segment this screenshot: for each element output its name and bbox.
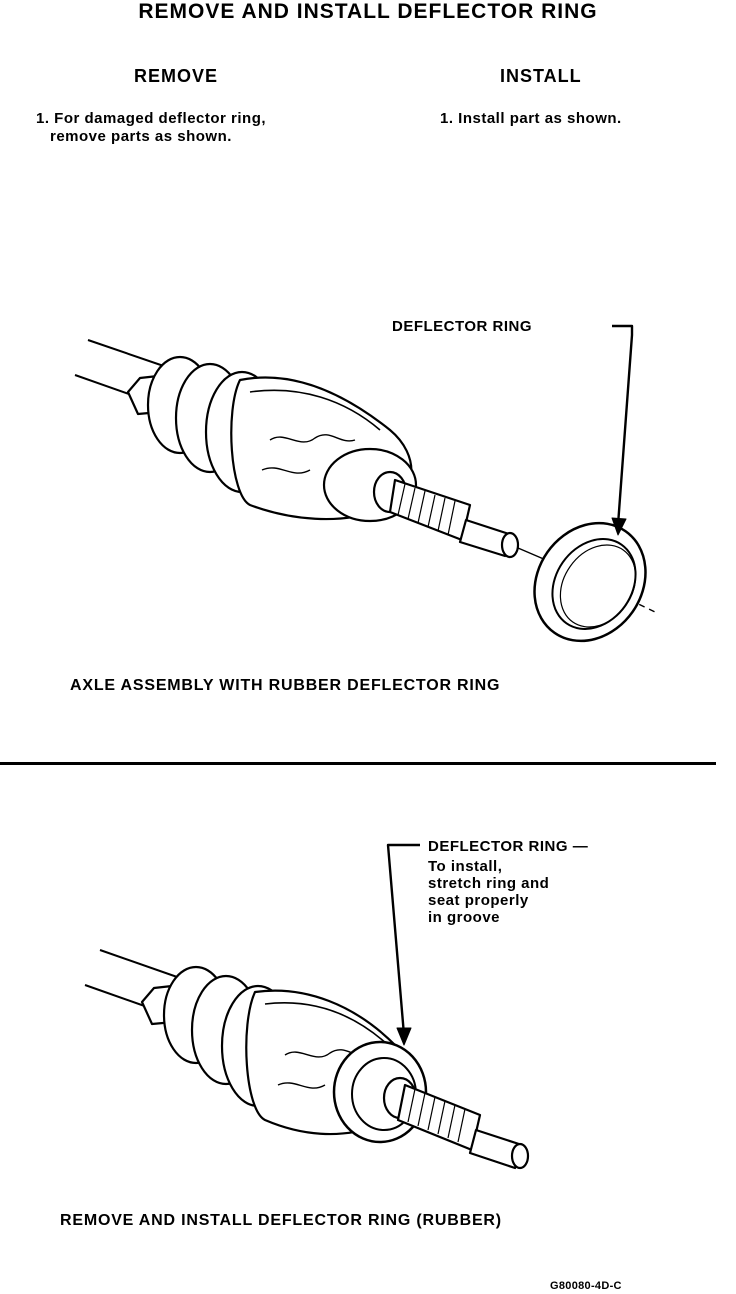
install-heading: INSTALL	[500, 66, 582, 86]
figure2-caption: REMOVE AND INSTALL DEFLECTOR RING (RUBBE…	[60, 1212, 502, 1229]
page-title: REMOVE AND INSTALL DEFLECTOR RING	[138, 0, 598, 23]
figure-code: G80080-4D-C	[550, 1280, 622, 1292]
axle-assembly-figure-1	[74, 324, 656, 643]
axle-assembly-figure-2	[84, 843, 530, 1170]
install-step: 1. Install part as shown.	[440, 110, 622, 127]
figure1-caption: AXLE ASSEMBLY WITH RUBBER DEFLECTOR RING	[70, 677, 501, 694]
remove-heading: REMOVE	[134, 66, 219, 86]
deflector-ring-label-1: DEFLECTOR RING	[392, 318, 533, 335]
section-divider	[0, 762, 716, 765]
deflector-ring-label-2: DEFLECTOR RING —	[428, 838, 589, 855]
remove-step: 1. For damaged deflector ring, remove pa…	[36, 110, 267, 145]
install-note: To install, stretch ring and seat proper…	[428, 858, 550, 926]
